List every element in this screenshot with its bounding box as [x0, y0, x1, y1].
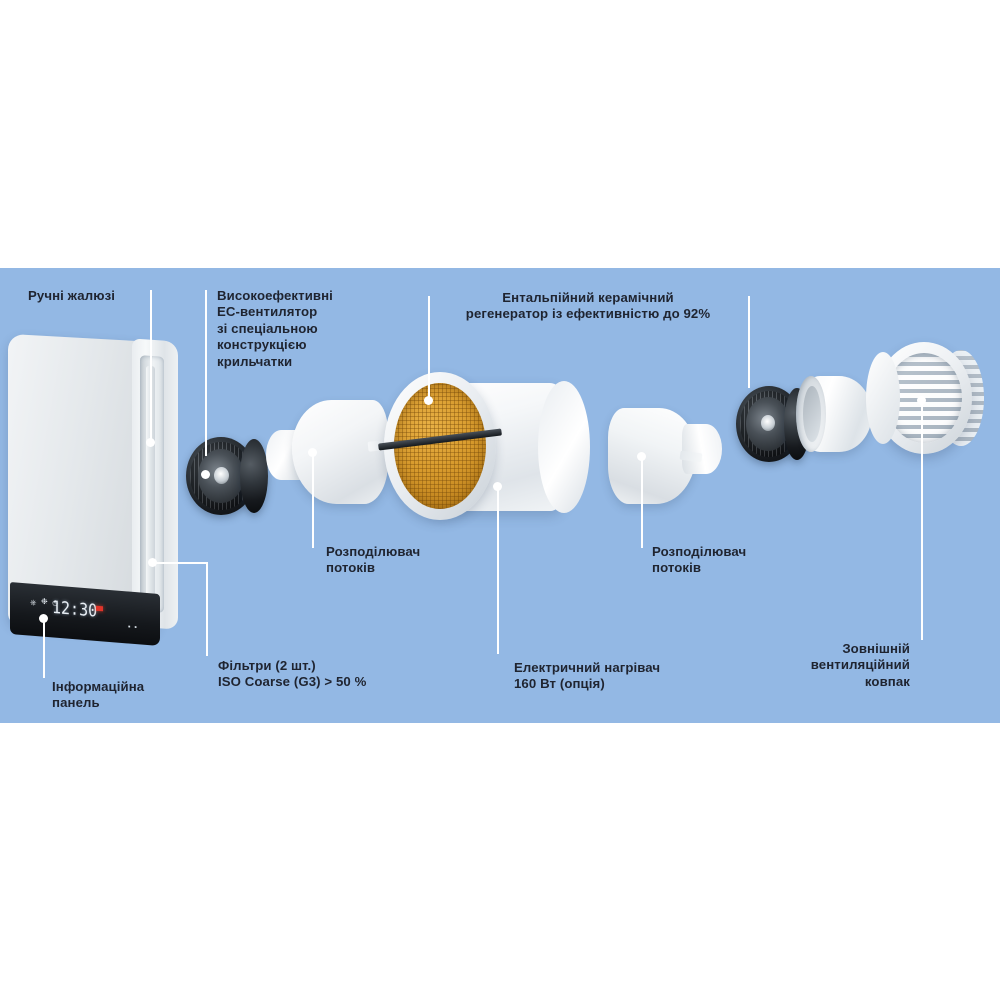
leader-filters-vertical: [206, 562, 208, 656]
callout-outdoor-hood: Зовнішній вентиляційний ковпак: [810, 641, 910, 689]
duct-sleeve-bore: [803, 386, 821, 442]
outdoor-hood-lip: [866, 352, 900, 444]
leader-info-panel: [43, 618, 45, 678]
callout-ceramic-regenerator: Ентальпійний керамічний регенератор із е…: [465, 290, 711, 322]
leader-distributor-left: [312, 452, 314, 548]
dot-distributor-left: [308, 448, 317, 457]
callout-flow-distributor-right: Розподілювач потоків: [652, 544, 747, 576]
dot-outdoor-hood: [917, 396, 926, 405]
callout-electric-heater: Електричний нагрівач 160 Вт (опція): [514, 660, 661, 692]
dot-manual-louvers: [146, 438, 155, 447]
ec-fan-left-barrel: [240, 439, 268, 513]
dot-filters: [148, 558, 157, 567]
flow-distributor-left: [292, 400, 388, 504]
power-icon[interactable]: ⎈: [30, 597, 37, 608]
ec-fan-right: [736, 386, 802, 462]
leader-filters-horizontal: [152, 562, 208, 564]
callout-flow-distributor-left: Розподілювач потоків: [326, 544, 421, 576]
callout-manual-louvers: Ручні жалюзі: [28, 288, 115, 303]
dot-info-panel: [39, 614, 48, 623]
callout-ec-fan: Високоефективні ЕС-вентилятор зі спеціал…: [217, 288, 333, 369]
dot-regenerator-core: [424, 396, 433, 405]
leader-distributor-right: [641, 456, 643, 548]
clock-icon[interactable]: ⏱: [52, 598, 59, 609]
leader-regenerator-core: [428, 296, 430, 400]
leader-electric-heater: [497, 486, 499, 654]
callout-info-panel: Інформаційна панель: [52, 679, 145, 711]
dot-electric-heater: [493, 482, 502, 491]
leader-manual-louvers: [150, 290, 152, 442]
display-time-readout: 12:30: [52, 596, 98, 622]
callout-filters: Фільтри (2 шт.) ISO Coarse (G3) > 50 %: [218, 658, 367, 690]
fan-icon[interactable]: ❉: [41, 596, 48, 607]
flow-distributor-right-neck: [682, 424, 722, 474]
status-indicator-light: [96, 605, 103, 612]
leader-outdoor-hood: [921, 400, 923, 640]
dot-distributor-right: [637, 452, 646, 461]
leader-ec-fan: [205, 290, 207, 456]
regenerator-shell-cap: [538, 381, 590, 513]
leader-regenerator-right: [748, 296, 750, 388]
dot-ec-fan: [201, 470, 210, 479]
signal-bars-icon: ▪ ▪: [128, 623, 138, 632]
